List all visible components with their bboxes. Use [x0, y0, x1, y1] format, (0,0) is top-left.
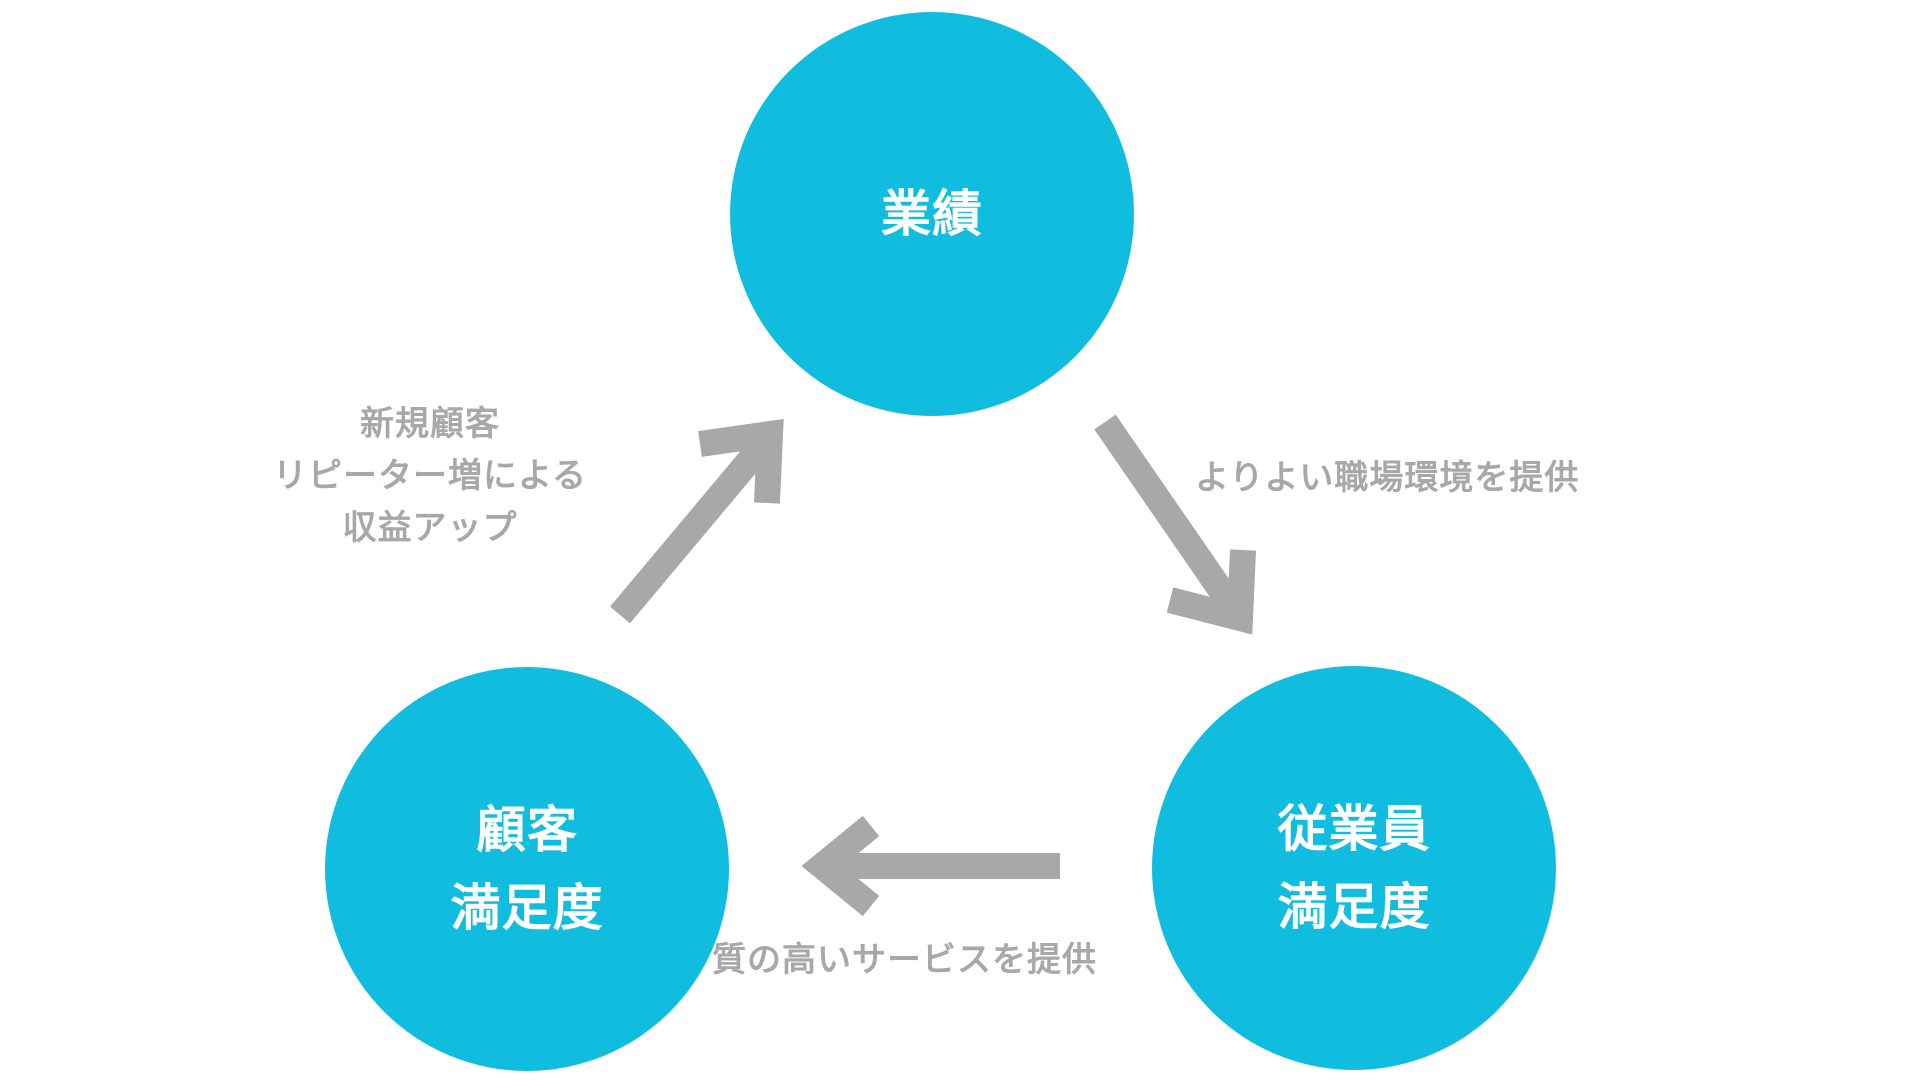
- node-performance: 業績: [730, 12, 1134, 416]
- edge-label-right-to-left: 質の高いサービスを提供: [712, 940, 1097, 980]
- node-customer-satisfaction: 顧客 満足度: [325, 667, 729, 1071]
- arrow-left-to-top-head: [698, 418, 784, 504]
- arrow-left-to-top-shaft: [610, 433, 775, 624]
- node-performance-label: 業績: [881, 185, 983, 243]
- arrow-top-to-right-shaft: [1094, 414, 1247, 620]
- arrow-top-to-right-head: [1166, 549, 1256, 635]
- arrow-right-to-left: [801, 815, 1060, 917]
- node-employee-satisfaction-label: 従業員 満足度: [1277, 800, 1431, 936]
- arrow-left-to-top: [610, 418, 784, 624]
- node-employee-satisfaction: 従業員 満足度: [1152, 666, 1556, 1070]
- arrow-right-to-left-head: [801, 815, 880, 917]
- edge-label-top-to-right: よりよい職場環境を提供: [1195, 458, 1580, 498]
- arrow-top-to-right: [1094, 414, 1256, 635]
- edge-label-left-to-top: 新規顧客 リピーター増による 収益アップ: [273, 404, 587, 548]
- node-customer-satisfaction-label: 顧客 満足度: [450, 801, 604, 937]
